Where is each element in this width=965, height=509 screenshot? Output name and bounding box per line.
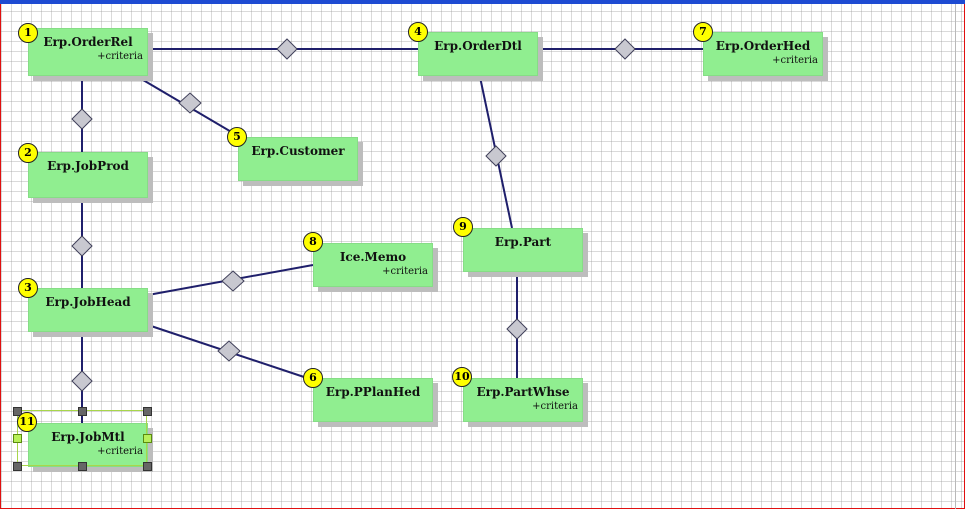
entity-box-customer[interactable]: Erp.Customer bbox=[238, 137, 358, 181]
resize-handle[interactable] bbox=[143, 462, 152, 471]
join-diamond-icon bbox=[276, 38, 298, 60]
entity-name: Erp.JobMtl bbox=[51, 430, 125, 444]
entity-name: Ice.Memo bbox=[339, 250, 407, 264]
entity-number-badge: 2 bbox=[18, 143, 38, 163]
entity-criteria: +criteria bbox=[97, 51, 143, 62]
entity-number-badge: 6 bbox=[303, 368, 323, 388]
entity-number-badge: 3 bbox=[18, 278, 38, 298]
entity-number-badge: 5 bbox=[227, 127, 247, 147]
entity-number-badge: 1 bbox=[18, 23, 38, 43]
entity-box-partwhse[interactable]: Erp.PartWhse +criteria bbox=[463, 378, 583, 422]
join-diamond-icon bbox=[217, 340, 241, 362]
resize-handle[interactable] bbox=[143, 407, 152, 416]
entity-number-badge: 11 bbox=[17, 412, 37, 432]
entity-number-badge: 9 bbox=[453, 217, 473, 237]
entity-criteria: +criteria bbox=[382, 266, 428, 277]
join-diamond-icon bbox=[71, 235, 93, 257]
entity-number-badge: 4 bbox=[408, 22, 428, 42]
entity-box-part[interactable]: Erp.Part bbox=[463, 228, 583, 272]
entity-name: Erp.OrderHed bbox=[715, 39, 811, 53]
entity-box-jobprod[interactable]: Erp.JobProd bbox=[28, 152, 148, 198]
entity-box-orderrel[interactable]: Erp.OrderRel +criteria bbox=[28, 28, 148, 76]
entity-name: Erp.Customer bbox=[251, 144, 345, 158]
entity-name: Erp.PartWhse bbox=[476, 385, 570, 399]
resize-handle[interactable] bbox=[143, 434, 152, 443]
resize-handle[interactable] bbox=[78, 407, 87, 416]
entity-number-badge: 10 bbox=[452, 367, 472, 387]
entity-name: Erp.PPlanHed bbox=[325, 385, 421, 399]
entity-criteria: +criteria bbox=[772, 55, 818, 66]
entity-name: Erp.JobHead bbox=[45, 295, 131, 309]
entity-criteria: +criteria bbox=[97, 446, 143, 457]
entity-number-badge: 8 bbox=[303, 232, 323, 252]
entity-box-jobhead[interactable]: Erp.JobHead bbox=[28, 288, 148, 332]
join-diamond-icon bbox=[485, 145, 507, 167]
join-diamond-icon bbox=[71, 370, 93, 392]
entity-box-pplanhed[interactable]: Erp.PPlanHed bbox=[313, 378, 433, 422]
resize-handle[interactable] bbox=[13, 462, 22, 471]
entity-number-badge: 7 bbox=[693, 22, 713, 42]
join-diamond-icon bbox=[614, 38, 636, 60]
entity-name: Erp.Part bbox=[494, 235, 552, 249]
entity-name: Erp.JobProd bbox=[47, 159, 129, 173]
entity-box-orderhed[interactable]: Erp.OrderHed +criteria bbox=[703, 32, 823, 76]
resize-handle[interactable] bbox=[13, 434, 22, 443]
join-diamond-icon bbox=[221, 270, 245, 292]
entity-box-orderdtl[interactable]: Erp.OrderDtl bbox=[418, 32, 538, 76]
entity-box-jobmtl[interactable]: Erp.JobMtl +criteria bbox=[28, 423, 148, 467]
join-diamond-icon bbox=[506, 318, 528, 340]
resize-handle[interactable] bbox=[13, 407, 22, 416]
entity-criteria: +criteria bbox=[532, 401, 578, 412]
join-diamond-icon bbox=[71, 108, 93, 130]
join-diamond-icon bbox=[178, 92, 202, 114]
entity-name: Erp.OrderRel bbox=[43, 35, 133, 49]
canvas-top-bar bbox=[0, 0, 965, 4]
canvas-right-divider bbox=[955, 4, 956, 509]
entity-name: Erp.OrderDtl bbox=[434, 39, 522, 53]
resize-handle[interactable] bbox=[78, 462, 87, 471]
entity-box-memo[interactable]: Ice.Memo +criteria bbox=[313, 243, 433, 287]
